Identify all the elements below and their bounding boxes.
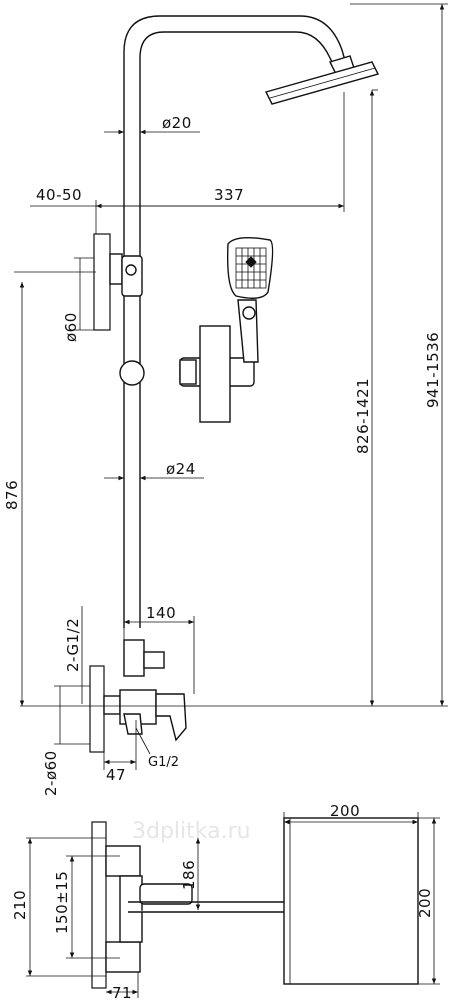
dim-186: 186 [180,860,198,890]
dim-2-g12: 2-G1/2 [64,618,82,672]
dim-150-15: 150±15 [53,871,71,934]
handshower-slider [119,325,255,423]
mixer-front-view [89,639,187,753]
dim-71: 71 [112,984,132,1000]
dim-200-top: 200 [330,802,360,820]
spray-grid-icon [235,247,267,289]
dimension-labels: ø20 40-50 337 ø60 ø24 876 826-1421 941-1… [3,114,442,1000]
plan-view [91,817,419,989]
dim-876: 876 [3,480,21,510]
dim-47: 47 [106,766,126,784]
dim-diam-20: ø20 [162,114,192,132]
dim-2-diam-60: 2-ø60 [42,750,60,796]
hand-shower [226,237,274,363]
overhead-shower-assembly [123,15,380,628]
dim-826-1421: 826-1421 [354,378,372,454]
wall-bracket-top [93,233,143,331]
dim-g12: G1/2 [148,755,179,770]
dim-diam-24: ø24 [166,460,196,478]
dimension-lines [14,3,448,998]
dim-diam-60-top: ø60 [62,312,80,342]
dim-337: 337 [214,186,244,204]
dim-40-50: 40-50 [36,186,82,204]
watermark: 3dplitka.ru [132,819,251,844]
shower-head-plan [283,817,419,985]
dim-941-1536: 941-1536 [424,332,442,408]
dim-200-side: 200 [416,888,434,918]
dim-210: 210 [11,890,29,920]
dim-140: 140 [146,604,176,622]
